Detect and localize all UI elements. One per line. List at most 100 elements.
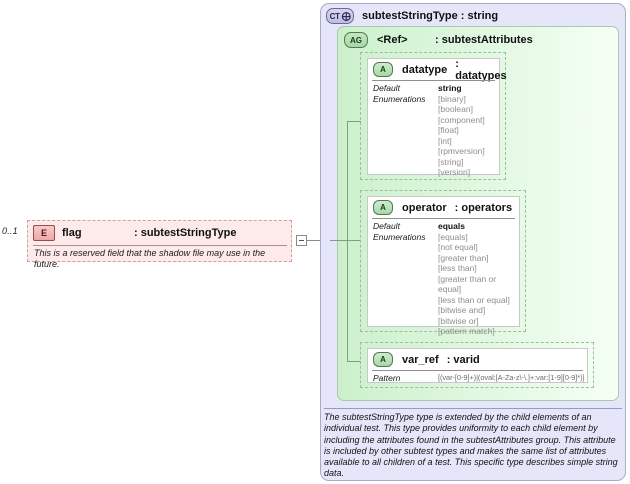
facet-value-enum: [version]: [438, 167, 471, 177]
facet-value-enum: [not equal]: [438, 242, 478, 252]
tree-connector-branch-varref: [347, 361, 361, 362]
complextype-title: subtestStringType : string: [362, 10, 499, 22]
facet-label-enumerations: Enumerations: [373, 231, 426, 242]
facet-label-spacer: [373, 136, 438, 147]
element-type: : subtestStringType: [134, 227, 237, 239]
facet-row: [less than]: [373, 263, 516, 274]
attribute-varref-inner: A var_ref : varid Pattern [(var-[0-9]+)|…: [367, 348, 588, 383]
attribute-badge-icon: A: [373, 352, 393, 367]
facet-row: [greater than or equal]: [373, 274, 516, 295]
facet-value-enum: [less than or equal]: [438, 294, 510, 305]
attribute-datatype-box[interactable]: A datatype : datatypes Default string En…: [360, 52, 507, 180]
complextype-header: CT ⨁ subtestStringType : string: [326, 8, 498, 24]
attribute-name: var_ref: [402, 353, 439, 366]
plus-icon[interactable]: ⨁: [341, 10, 351, 21]
attribute-varref-facets: Pattern [(var-[0-9]+)|(oval:[A-Za-z\-\.]…: [373, 373, 585, 384]
facet-row: [float]: [373, 125, 496, 136]
facet-row: [version]: [373, 167, 496, 178]
facet-label-spacer: [373, 274, 438, 295]
attribute-datatype-header: A datatype : datatypes: [368, 58, 507, 82]
facet-value-enum: [equals]: [438, 231, 468, 242]
attribute-operator-header: A operator : operators: [368, 197, 519, 218]
facet-row: Pattern [(var-[0-9]+)|(oval:[A-Za-z\-\.]…: [373, 373, 585, 384]
facet-label-spacer: [373, 104, 438, 115]
complextype-documentation: The subtestStringType type is extended b…: [324, 412, 618, 479]
tree-connector-stem: [330, 240, 347, 241]
facet-label-spacer: [373, 305, 438, 316]
facet-label-spacer: [373, 295, 438, 306]
attribute-group-type: : subtestAttributes: [435, 34, 533, 46]
facet-row: [pattern match]: [373, 326, 516, 337]
facet-label-spacer: [373, 263, 438, 274]
facet-row: [boolean]: [373, 104, 496, 115]
collapse-toggle-icon[interactable]: [296, 235, 307, 246]
complextype-badge-icon[interactable]: CT ⨁: [326, 8, 354, 24]
attribute-badge-icon: A: [373, 200, 393, 215]
facet-label-spacer: [373, 157, 438, 168]
attribute-datatype-inner: A datatype : datatypes Default string En…: [367, 58, 507, 178]
facet-row: [string]: [373, 157, 496, 168]
facet-value-enum: [float]: [438, 125, 459, 135]
element-divider: [33, 245, 287, 246]
complextype-badge-label: CT: [329, 11, 340, 21]
facet-row: [not equal]: [373, 242, 516, 253]
facet-value-enum: [component]: [438, 114, 485, 125]
facet-row: Default equals: [373, 221, 516, 232]
facet-label-spacer: [373, 316, 438, 327]
facet-value-enum: [pattern match]: [438, 326, 495, 336]
attribute-divider: [372, 218, 515, 219]
element-flag-box[interactable]: E flag : subtestStringType This is a res…: [27, 220, 292, 269]
facet-value-enum: [greater than or equal]: [438, 273, 497, 295]
attribute-varref-box[interactable]: A var_ref : varid Pattern [(var-[0-9]+)|…: [360, 342, 594, 388]
attribute-type: : datatypes: [455, 57, 507, 82]
facet-label-default: Default: [373, 83, 400, 93]
facet-label-enumerations: Enumerations: [373, 93, 426, 104]
facet-row: [component]: [373, 115, 496, 126]
facet-label-spacer: [373, 253, 438, 264]
facet-value-enum: [boolean]: [438, 104, 473, 114]
attribute-badge-icon: A: [373, 62, 393, 77]
attribute-operator-inner: A operator : operators Default equals En…: [367, 196, 520, 336]
facet-label-spacer: [373, 125, 438, 136]
facet-row: [rpmversion]: [373, 146, 496, 157]
attribute-operator-box[interactable]: A operator : operators Default equals En…: [360, 190, 526, 336]
attribute-varref-header: A var_ref : varid: [368, 349, 587, 370]
attribute-group-header: AG <Ref> : subtestAttributes: [344, 32, 533, 48]
attribute-name: datatype: [402, 63, 448, 76]
attribute-name: operator: [402, 201, 447, 214]
facet-value-enum: [less than]: [438, 263, 477, 273]
connector-line: [306, 240, 322, 241]
facet-label-spacer: [373, 115, 438, 126]
facet-row: Enumerations [binary]: [373, 94, 496, 105]
element-documentation: This is a reserved field that the shadow…: [34, 248, 266, 269]
tree-connector-trunk: [347, 121, 348, 361]
complextype-doc-divider: [324, 408, 622, 409]
attribute-operator-facets: Default equals Enumerations [equals] [no…: [373, 221, 516, 337]
facet-row: [bitwise or]: [373, 316, 516, 327]
facet-label-pattern: Pattern: [373, 373, 401, 383]
facet-value-default: equals: [438, 221, 465, 231]
element-badge-icon: E: [33, 225, 55, 241]
facet-value-enum: [int]: [438, 135, 452, 146]
facet-value-enum: [greater than]: [438, 252, 489, 263]
facet-row: [bitwise and]: [373, 305, 516, 316]
facet-row: Enumerations [equals]: [373, 232, 516, 243]
facet-value-enum: [bitwise and]: [438, 305, 486, 315]
attribute-divider: [372, 80, 495, 81]
facet-row: [less than or equal]: [373, 295, 516, 306]
attribute-datatype-facets: Default string Enumerations [binary] [bo…: [373, 83, 496, 178]
facet-value-enum: [binary]: [438, 93, 466, 104]
facet-row: Default string: [373, 83, 496, 94]
facet-value-enum: [string]: [438, 156, 464, 167]
facet-value-enum: [bitwise or]: [438, 315, 479, 326]
facet-value-pattern: [(var-[0-9]+)|(oval:[A-Za-z\-\.]+:var:[1…: [438, 373, 585, 382]
attribute-group-ref[interactable]: <Ref>: [377, 34, 408, 46]
facet-row: [int]: [373, 136, 496, 147]
tree-connector-branch-operator: [347, 240, 361, 241]
element-cardinality: 0..1: [2, 226, 18, 236]
facet-value-enum: [rpmversion]: [438, 146, 485, 156]
attribute-divider: [372, 370, 583, 371]
facet-label-spacer: [373, 242, 438, 253]
attribute-group-badge-icon: AG: [344, 32, 368, 48]
facet-label-spacer: [373, 146, 438, 157]
